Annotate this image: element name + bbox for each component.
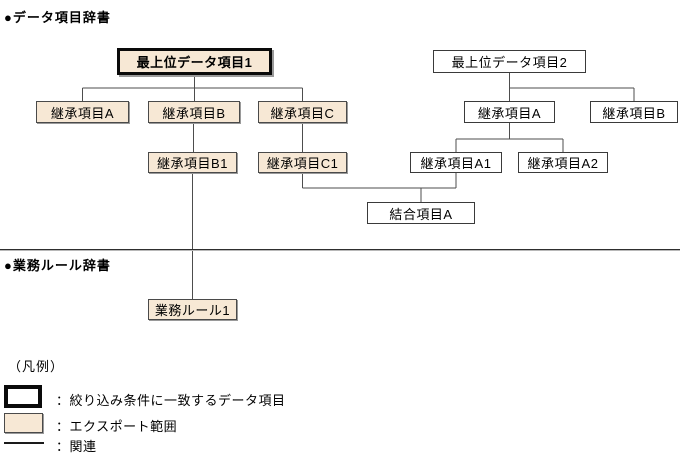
business-rule-section-title: ●業務ルール辞書 (4, 258, 111, 273)
legend-relation-line-symbol (4, 442, 44, 444)
legend-title: （凡例） (8, 359, 65, 374)
node-top-data-item-2: 最上位データ項目2 (433, 50, 586, 73)
node-inherit-item-a2: 継承項目A2 (518, 152, 608, 173)
legend-export-range-label: ：エクスポート範囲 (56, 419, 178, 434)
data-dictionary-section-title: ●データ項目辞書 (4, 10, 111, 25)
node-inherit-item-b1: 継承項目B1 (148, 152, 237, 173)
node-inherit-item-c-left: 継承項目C (258, 101, 347, 123)
legend-relation-label: ：関連 (56, 439, 97, 454)
legend-export-range-symbol (4, 413, 43, 433)
node-join-item-a: 結合項目A (367, 202, 475, 224)
section-divider-line (0, 249, 680, 250)
node-inherit-item-b-left: 継承項目B (148, 101, 240, 123)
node-business-rule-1: 業務ルール1 (148, 299, 237, 320)
node-inherit-item-c1: 継承項目C1 (258, 152, 347, 173)
node-inherit-item-a-right: 継承項目A (464, 101, 555, 123)
node-top-data-item-1: 最上位データ項目1 (117, 48, 272, 75)
node-inherit-item-b-right: 継承項目B (590, 101, 678, 123)
legend-matched-label: ：絞り込み条件に一致するデータ項目 (56, 393, 286, 408)
node-inherit-item-a1: 継承項目A1 (410, 152, 502, 173)
node-inherit-item-a-left: 継承項目A (36, 101, 129, 123)
legend-matched-box-symbol (4, 385, 42, 408)
